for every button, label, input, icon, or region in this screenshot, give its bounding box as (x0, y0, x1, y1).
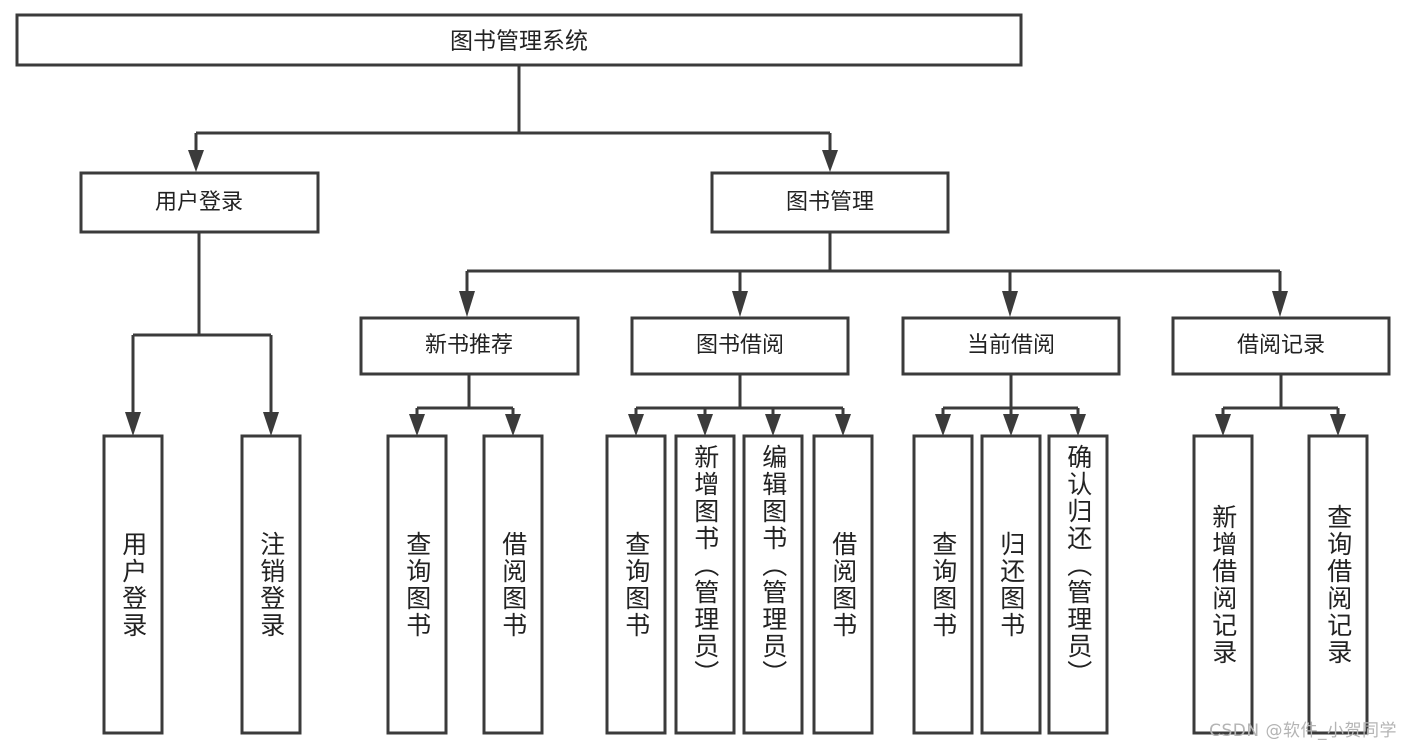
arrowhead-leaf-borrow-book-1 (505, 414, 521, 436)
leaf-return-book-box[interactable] (980, 434, 1042, 735)
node-current-borrow[interactable]: 当前借阅 (901, 316, 1121, 376)
node-borrow-record-box[interactable] (1171, 316, 1391, 376)
arrowhead-book-borrow (732, 291, 748, 317)
csdn-watermark: CSDN @软件_小贺同学 (1209, 721, 1397, 741)
arrowhead-leaf-query-book-2 (628, 414, 644, 436)
arrowhead-book-management (822, 150, 838, 172)
leaf-borrow-book-2-box[interactable] (812, 434, 874, 735)
leaf-user-login-box[interactable] (102, 434, 164, 735)
arrowhead-leaf-edit-book (765, 414, 781, 436)
node-user-login-label: 用户登录 (155, 190, 243, 215)
arrowhead-leaf-return-book (1003, 414, 1019, 436)
arrowhead-group (125, 150, 1346, 436)
node-book-management-box[interactable] (710, 171, 950, 234)
arrowhead-borrow-record (1272, 291, 1288, 317)
arrowhead-leaf-query-book-3 (935, 414, 951, 436)
node-book-management-label: 图书管理 (786, 190, 874, 215)
node-root-label: 图书管理系统 (450, 29, 588, 55)
arrowhead-leaf-add-record (1215, 414, 1231, 436)
leaf-query-record-box[interactable] (1307, 434, 1369, 735)
leaf-query-book-3-box[interactable] (912, 434, 974, 735)
node-root-box[interactable] (15, 13, 1023, 67)
node-new-book-recommend-box[interactable] (359, 316, 580, 376)
node-borrow-record-label: 借阅记录 (1237, 333, 1325, 358)
arrowhead-new-book-recommend (459, 291, 475, 317)
node-book-management[interactable]: 图书管理 (710, 171, 950, 234)
node-book-borrow-label: 图书借阅 (696, 333, 784, 358)
leaf-logout-box[interactable] (240, 434, 302, 735)
arrowhead-leaf-query-record (1330, 414, 1346, 436)
connector-group (131, 65, 1340, 414)
arrowhead-leaf-confirm-return (1070, 414, 1086, 436)
leaf-edit-book-box[interactable] (742, 434, 804, 735)
arrowhead-user-login (188, 150, 204, 172)
leaf-box-group (102, 434, 1369, 735)
node-current-borrow-box[interactable] (901, 316, 1121, 376)
leaf-query-book-1-box[interactable] (386, 434, 448, 735)
arrowhead-current-borrow (1002, 291, 1018, 317)
node-current-borrow-label: 当前借阅 (967, 333, 1055, 358)
arrowhead-leaf-borrow-book-2 (835, 414, 851, 436)
arrowhead-leaf-logout (263, 412, 279, 436)
node-book-borrow[interactable]: 图书借阅 (630, 316, 850, 376)
arrowhead-leaf-add-book (697, 414, 713, 436)
leaf-borrow-book-1-box[interactable] (482, 434, 544, 735)
leaf-query-book-2-box[interactable] (605, 434, 667, 735)
leaf-add-book-box[interactable] (674, 434, 736, 735)
arrowhead-leaf-user-login (125, 412, 141, 436)
node-user-login-box[interactable] (79, 171, 320, 234)
node-user-login[interactable]: 用户登录 (79, 171, 320, 234)
node-book-borrow-box[interactable] (630, 316, 850, 376)
node-new-book-recommend[interactable]: 新书推荐 (359, 316, 580, 376)
leaf-confirm-return-box[interactable] (1047, 434, 1109, 735)
node-new-book-recommend-label: 新书推荐 (425, 333, 513, 358)
node-borrow-record[interactable]: 借阅记录 (1171, 316, 1391, 376)
arrowhead-leaf-query-book-1 (409, 414, 425, 436)
leaf-add-record-box[interactable] (1192, 434, 1254, 735)
node-root[interactable]: 图书管理系统 (15, 13, 1023, 67)
